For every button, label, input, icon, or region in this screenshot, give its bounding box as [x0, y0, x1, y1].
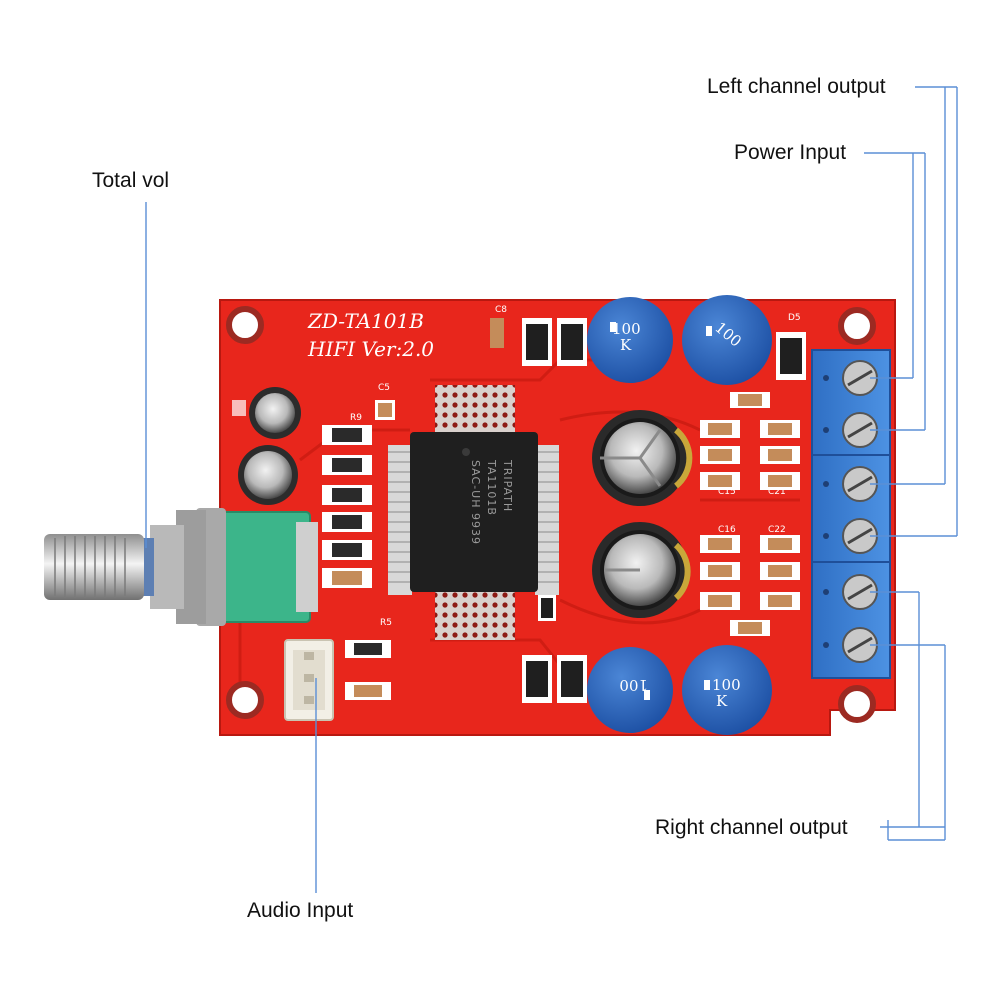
inductor-value-text: 100 — [712, 676, 741, 694]
power-input-label: Power Input — [734, 141, 847, 164]
chip-brand-text: TRIPATH — [501, 459, 514, 512]
svg-text:R5: R5 — [380, 618, 392, 628]
svg-text:C22: C22 — [768, 525, 786, 535]
right-channel-output-label: Right channel output — [655, 816, 848, 839]
large-electrolytic-capacitor — [592, 410, 693, 506]
large-electrolytic-capacitor — [592, 522, 691, 618]
svg-text:100: 100 — [619, 676, 648, 694]
blue-inductor: 100 K — [682, 645, 772, 735]
svg-text:C8: C8 — [495, 305, 507, 315]
svg-text:R9: R9 — [350, 413, 362, 423]
svg-text:C5: C5 — [378, 383, 390, 393]
callout-lines — [145, 86, 958, 893]
amplifier-chip — [388, 385, 559, 640]
svg-text:D5: D5 — [788, 313, 801, 323]
svg-text:K: K — [620, 336, 632, 354]
chip-code-text: SAC-UH 9939 — [469, 460, 482, 545]
audio-input-connector — [284, 639, 334, 721]
blue-inductor: 100 — [587, 647, 673, 733]
board-version-text: HIFI Ver:2.0 — [307, 337, 434, 361]
volume-potentiometer — [44, 508, 318, 626]
svg-text:C15: C15 — [718, 487, 736, 497]
smd-capacitor-array — [700, 392, 800, 636]
svg-text:100: 100 — [612, 320, 641, 338]
svg-text:C21: C21 — [768, 487, 786, 497]
small-electrolytic-capacitor — [238, 445, 298, 505]
board-model-text: ZD-TA101B — [307, 309, 424, 333]
smd-diode — [490, 318, 806, 703]
left-channel-output-label: Left channel output — [707, 75, 886, 98]
audio-input-label: Audio Input — [247, 899, 354, 922]
total-vol-label: Total vol — [92, 169, 170, 192]
smd-component-column — [322, 400, 395, 700]
blue-inductor: 100 — [682, 295, 772, 385]
inductor-unit-text: K — [716, 692, 728, 710]
chip-model-text: TA1101B — [485, 459, 498, 516]
small-electrolytic-capacitor — [232, 387, 301, 439]
mounting-hole — [226, 306, 876, 723]
svg-text:C16: C16 — [718, 525, 736, 535]
screw-terminal-block — [811, 349, 891, 679]
